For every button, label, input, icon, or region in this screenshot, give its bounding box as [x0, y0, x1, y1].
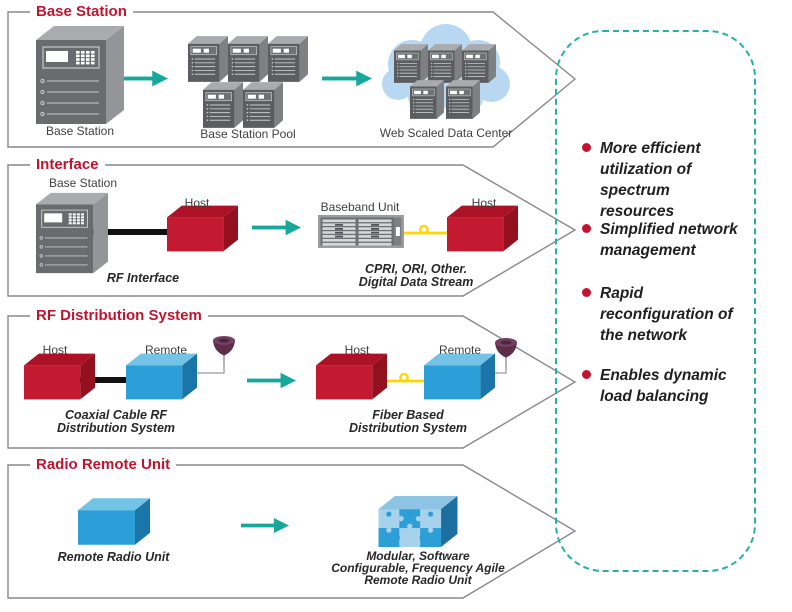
- band-title-base-station: Base Station: [30, 2, 133, 22]
- benefit-text-reconfiguration: Rapid reconfiguration of the network: [600, 285, 733, 344]
- label-host-rf-left: Host: [42, 343, 68, 357]
- antenna-icon: [494, 337, 518, 369]
- server-cabinet-icon: [36, 190, 108, 276]
- benefit-text-spectrum: More efficient utilization of spectrum r…: [600, 140, 701, 220]
- caption-digital-line1: CPRI, ORI, Other.: [364, 262, 468, 276]
- benefit-item: Enables dynamic load balancing: [582, 365, 742, 407]
- label-host-rf-right: Host: [344, 343, 370, 357]
- bullet-dot-icon: [582, 224, 591, 233]
- caption-digital-line2: Digital Data Stream: [358, 275, 474, 289]
- caption-remote-radio-unit: Remote Radio Unit: [57, 550, 170, 564]
- caption-fiber-line2: Distribution System: [348, 421, 468, 435]
- label-remote-left: Remote: [144, 343, 188, 357]
- caption-modular-line1: Modular, Software: [366, 549, 470, 563]
- label-base-station-pool: Base Station Pool: [200, 127, 296, 141]
- red-box-icon: [447, 204, 518, 253]
- caption-digital-stream: CPRI, ORI, Other. Digital Data Stream: [336, 263, 496, 289]
- blue-box-icon: [78, 497, 150, 546]
- server-icon: [268, 36, 308, 82]
- label-web-scaled-data-center: Web Scaled Data Center: [379, 126, 513, 140]
- server-icon: [428, 44, 462, 83]
- label-base-station-2: Base Station: [48, 176, 118, 190]
- caption-coaxial-line1: Coaxial Cable RF: [64, 408, 168, 422]
- fiber-loop-interface: [419, 224, 429, 235]
- benefit-text-load-balancing: Enables dynamic load balancing: [600, 367, 727, 405]
- caption-coaxial-line2: Distribution System: [56, 421, 176, 435]
- bullet-dot-icon: [582, 370, 591, 379]
- benefit-item: More efficient utilization of spectrum r…: [582, 138, 742, 222]
- server-icon: [462, 44, 496, 83]
- caption-rf-interface: RF Interface: [106, 271, 180, 285]
- red-box-icon: [167, 204, 238, 253]
- label-host-interface-right: Host: [471, 196, 497, 210]
- server-icon: [243, 82, 283, 128]
- band-title-rf-distribution: RF Distribution System: [30, 306, 208, 326]
- label-baseband-unit: Baseband Unit: [320, 200, 400, 214]
- red-box-icon: [24, 352, 95, 401]
- label-remote-right: Remote: [438, 343, 482, 357]
- puzzle-box-icon: [377, 496, 459, 547]
- server-icon: [446, 80, 480, 119]
- caption-coaxial: Coaxial Cable RF Distribution System: [36, 409, 196, 435]
- red-box-icon: [316, 352, 387, 401]
- benefit-text-management: Simplified network management: [600, 221, 738, 259]
- benefit-item: Simplified network management: [582, 219, 742, 261]
- bullet-dot-icon: [582, 288, 591, 297]
- server-icon: [203, 82, 243, 128]
- fiber-loop-rf: [399, 372, 409, 383]
- server-icon: [394, 44, 428, 83]
- caption-modular-line3: Remote Radio Unit: [364, 573, 472, 587]
- benefit-item: Rapid reconfiguration of the network: [582, 283, 742, 346]
- caption-modular-line2: Configurable, Frequency Agile: [331, 561, 505, 575]
- caption-modular: Modular, Software Configurable, Frequenc…: [328, 550, 508, 586]
- server-icon: [228, 36, 268, 82]
- bullet-dot-icon: [582, 143, 591, 152]
- caption-fiber: Fiber Based Distribution System: [328, 409, 488, 435]
- server-icon: [410, 80, 444, 119]
- label-base-station: Base Station: [45, 124, 115, 138]
- server-cabinet-icon: [36, 26, 124, 124]
- band-title-radio-remote-unit: Radio Remote Unit: [30, 455, 177, 475]
- band-title-interface: Interface: [30, 155, 105, 175]
- antenna-icon: [212, 335, 236, 367]
- label-host-interface-left: Host: [184, 196, 210, 210]
- server-icon: [188, 36, 228, 82]
- equipment-rack-icon: [318, 215, 404, 248]
- blue-box-icon: [126, 352, 197, 401]
- caption-fiber-line1: Fiber Based: [372, 408, 444, 422]
- benefits-panel: [555, 30, 756, 572]
- blue-box-icon: [424, 352, 495, 401]
